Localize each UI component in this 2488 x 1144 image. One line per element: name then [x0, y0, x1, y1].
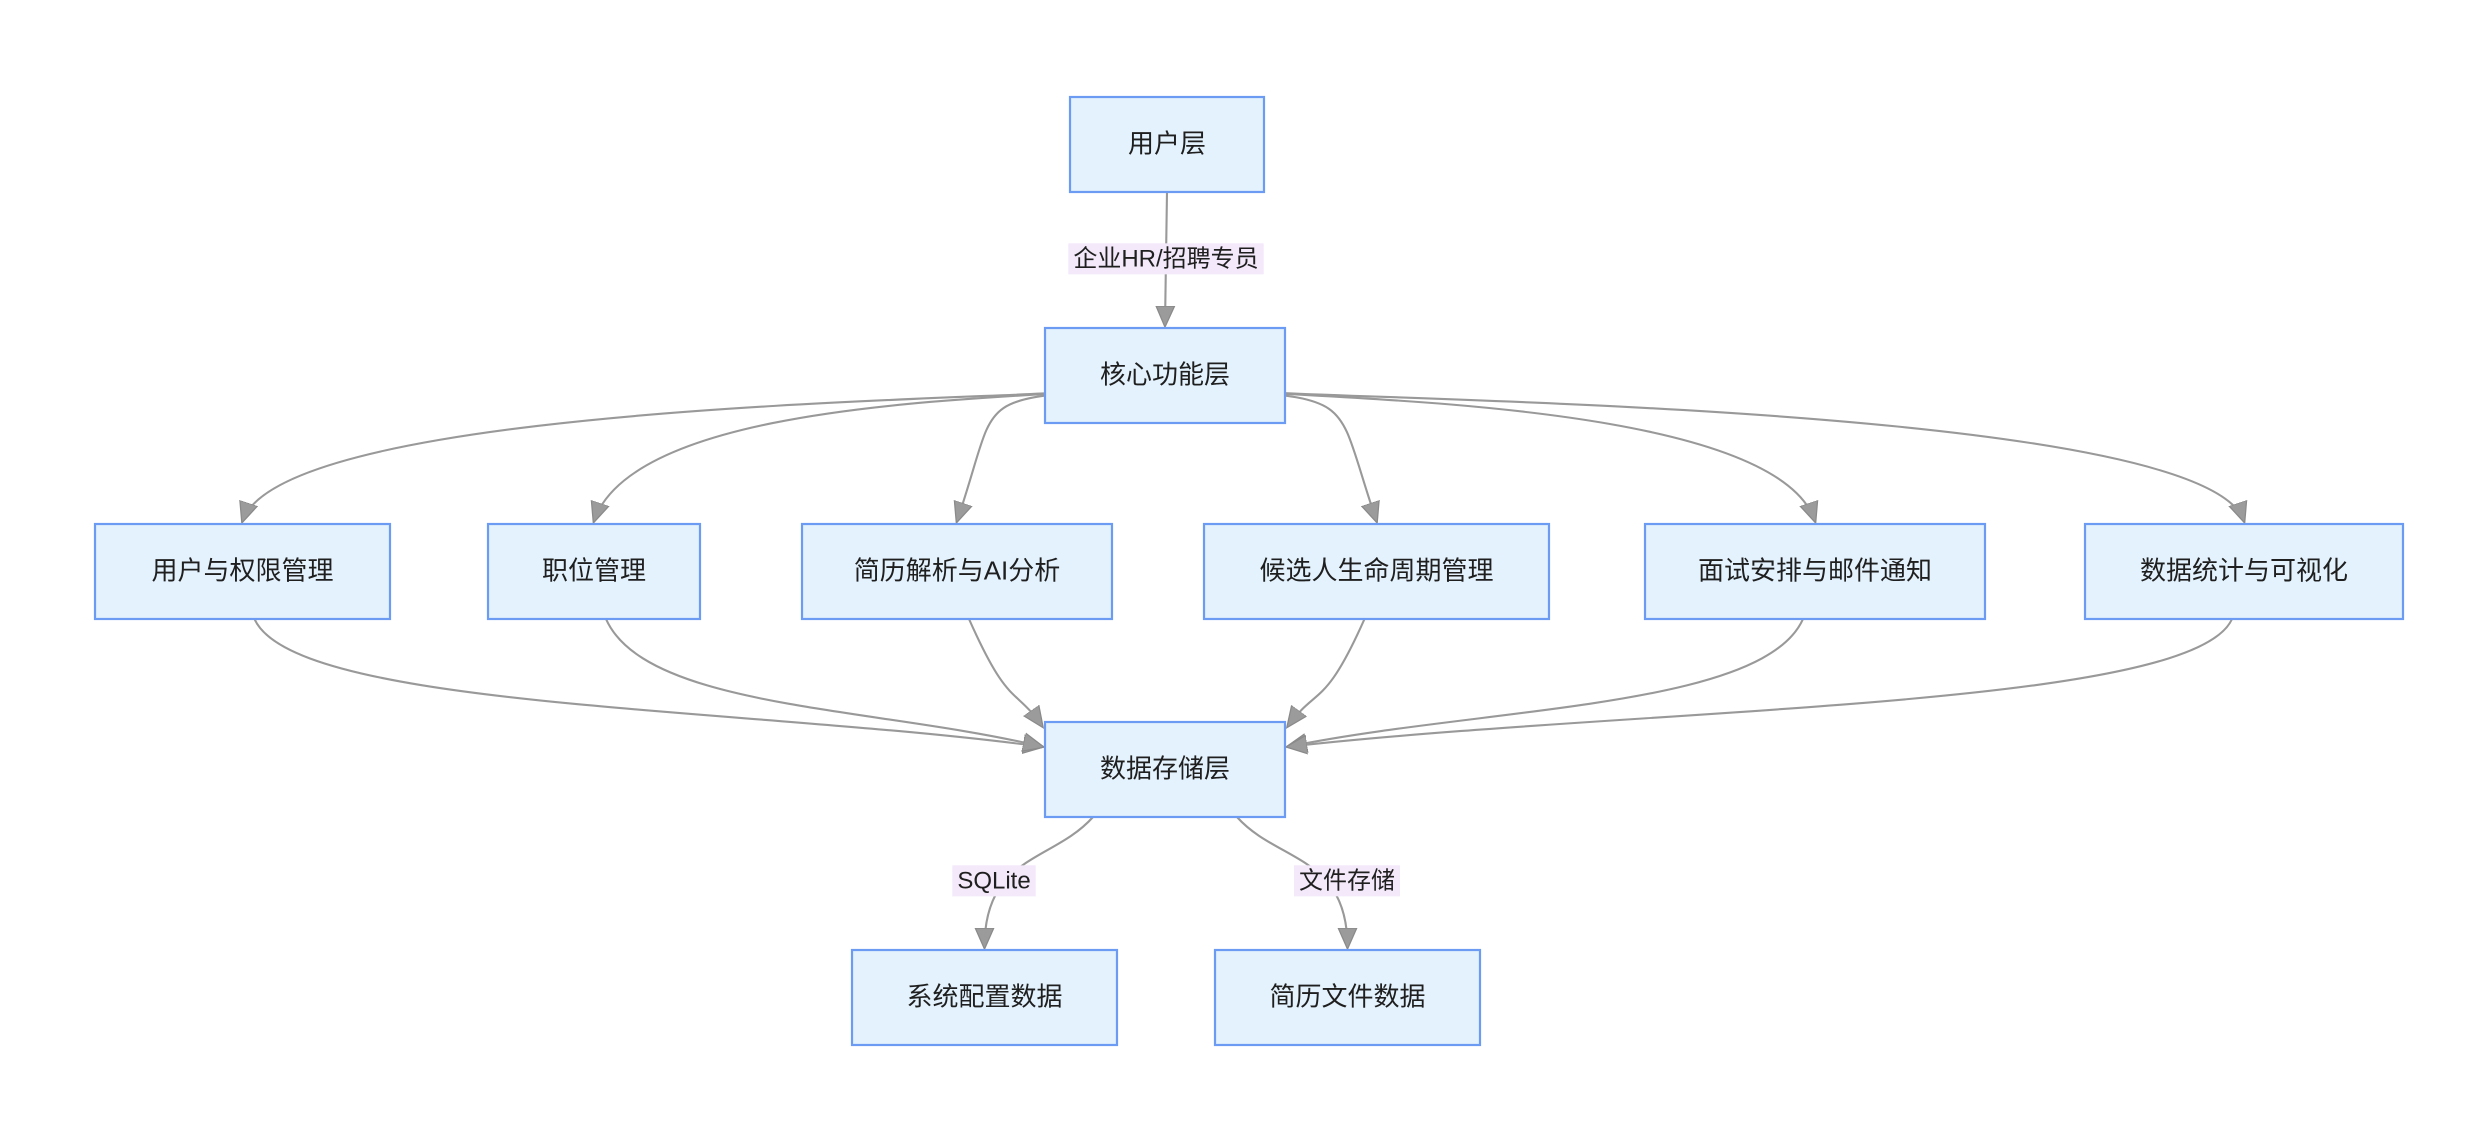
edge-label-bg-e14 — [952, 865, 1036, 897]
node-label-resume_file_data: 简历文件数据 — [1269, 981, 1425, 1011]
node-storage_layer[interactable]: 数据存储层 — [1043, 720, 1287, 819]
node-box-job_mgmt[interactable] — [486, 522, 702, 621]
node-label-job_mgmt: 职位管理 — [542, 555, 646, 585]
node-box-data_viz[interactable] — [2083, 522, 2405, 621]
edge-storage_layer-to-sys_config_data — [985, 816, 1094, 947]
edge-core_layer-to-data_viz — [1236, 389, 2244, 521]
edge-label-text-e14: SQLite — [957, 867, 1030, 894]
node-user_layer[interactable]: 用户层 — [1068, 95, 1266, 194]
edge-data_viz-to-storage_layer — [1288, 618, 2233, 747]
node-label-storage_layer: 数据存储层 — [1100, 753, 1230, 783]
edge-candidate_life-to-storage_layer — [1288, 618, 1366, 726]
edge-label-text-e1: 企业HR/招聘专员 — [1073, 245, 1258, 272]
edge-core_layer-to-job_mgmt — [594, 389, 1094, 521]
edge-interview_mail-to-storage_layer — [1288, 618, 1804, 747]
edge-label-bg-e15 — [1294, 865, 1400, 897]
edge-resume_ai-to-storage_layer — [968, 618, 1042, 726]
node-label-user_perm: 用户与权限管理 — [151, 555, 333, 585]
edge-label-bg-e1 — [1068, 243, 1264, 275]
node-label-candidate_life: 候选人生命周期管理 — [1259, 555, 1493, 585]
node-core_layer[interactable]: 核心功能层 — [1043, 326, 1287, 425]
node-label-interview_mail: 面试安排与邮件通知 — [1698, 555, 1932, 585]
edge-label-text-e15: 文件存储 — [1299, 867, 1395, 894]
node-box-interview_mail[interactable] — [1643, 522, 1987, 621]
node-candidate_life[interactable]: 候选人生命周期管理 — [1202, 522, 1551, 621]
edge-label-e1: 企业HR/招聘专员 — [1068, 243, 1264, 275]
node-label-user_layer: 用户层 — [1128, 128, 1206, 158]
edge-job_mgmt-to-storage_layer — [605, 618, 1042, 747]
node-resume_ai[interactable]: 简历解析与AI分析 — [800, 522, 1114, 621]
node-box-sys_config_data[interactable] — [850, 948, 1119, 1047]
node-user_perm[interactable]: 用户与权限管理 — [93, 522, 392, 621]
edge-labels-group: 企业HR/招聘专员 SQLite 文件存储 — [952, 243, 1400, 897]
node-interview_mail[interactable]: 面试安排与邮件通知 — [1643, 522, 1987, 621]
node-job_mgmt[interactable]: 职位管理 — [486, 522, 702, 621]
node-label-sys_config_data: 系统配置数据 — [906, 981, 1062, 1011]
node-box-candidate_life[interactable] — [1202, 522, 1551, 621]
node-label-resume_ai: 简历解析与AI分析 — [854, 555, 1061, 585]
node-data_viz[interactable]: 数据统计与可视化 — [2083, 522, 2405, 621]
edge-user_perm-to-storage_layer — [253, 618, 1043, 747]
node-box-storage_layer[interactable] — [1043, 720, 1287, 819]
node-box-user_perm[interactable] — [93, 522, 392, 621]
edge-core_layer-to-interview_mail — [1236, 389, 1815, 521]
node-box-resume_file_data[interactable] — [1213, 948, 1482, 1047]
node-box-user_layer[interactable] — [1068, 95, 1266, 194]
edges-group — [243, 191, 2245, 947]
edge-label-e15: 文件存储 — [1294, 865, 1400, 897]
node-label-data_viz: 数据统计与可视化 — [2140, 555, 2348, 585]
edge-storage_layer-to-resume_file_data — [1236, 816, 1348, 947]
node-box-core_layer[interactable] — [1043, 326, 1287, 425]
node-sys_config_data[interactable]: 系统配置数据 — [850, 948, 1119, 1047]
node-resume_file_data[interactable]: 简历文件数据 — [1213, 948, 1482, 1047]
node-label-core_layer: 核心功能层 — [1100, 359, 1230, 389]
node-box-resume_ai[interactable] — [800, 522, 1114, 621]
edge-label-e14: SQLite — [952, 865, 1036, 897]
edge-core_layer-to-user_perm — [243, 389, 1094, 521]
